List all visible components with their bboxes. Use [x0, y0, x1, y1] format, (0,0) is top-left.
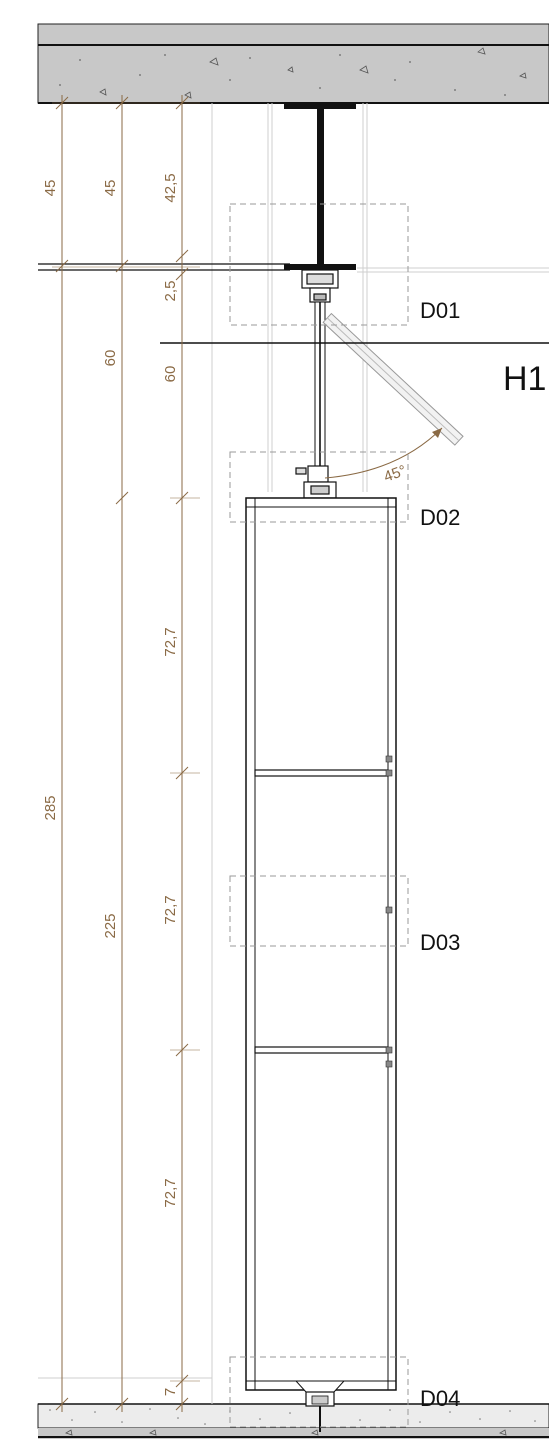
detail-label-d02: D02	[420, 505, 460, 530]
dim-col2-45: 45	[102, 180, 119, 197]
bottom-fixing	[294, 1380, 346, 1432]
detail-box-d02	[229, 451, 409, 523]
detail-label-d01: D01	[420, 298, 460, 323]
detail-label-d03: D03	[420, 930, 460, 955]
glass-pane-open	[322, 312, 464, 446]
dimension-lines	[55, 95, 189, 1412]
steel-hanger	[284, 103, 356, 270]
glass-pane-closed	[314, 301, 326, 489]
dim-col3-72-7-a: 72,7	[162, 627, 179, 656]
bottom-rail-profile	[295, 465, 337, 499]
floor-slab	[38, 1428, 549, 1439]
detail-box-d03	[229, 875, 409, 947]
dim-col3-72-7-b: 72,7	[162, 895, 179, 924]
dim-col3-42-5: 42,5	[162, 173, 179, 202]
section-mark-h1: H1	[503, 360, 546, 398]
dim-col3-72-7-c: 72,7	[162, 1178, 179, 1207]
section-cut-h1: H1	[160, 342, 549, 398]
door-hinges	[385, 755, 393, 1068]
detail-boxes	[229, 203, 409, 1428]
dimension-extensions	[52, 102, 200, 1382]
dim-col2-60: 60	[102, 350, 119, 367]
floor-screed	[37, 1403, 549, 1429]
cabinet-box	[245, 497, 397, 1391]
suspended-ceiling-line	[38, 263, 290, 271]
detail-label-d04: D04	[420, 1386, 460, 1411]
dim-col1-45: 45	[42, 180, 59, 197]
dim-col3-2-5: 2,5	[162, 281, 179, 302]
ceiling-slab	[37, 23, 549, 104]
dim-col2-225: 225	[102, 913, 119, 938]
shelf-lower	[254, 1046, 389, 1054]
top-rail-profile	[301, 269, 339, 303]
shelf-upper	[254, 769, 389, 777]
dim-col3-60: 60	[162, 366, 179, 383]
ceiling-aggregate-marks	[99, 47, 527, 99]
opening-angle-arc: 45°	[324, 427, 443, 486]
dim-col1-285: 285	[42, 795, 59, 820]
detail-box-d04	[229, 1356, 409, 1428]
background-guides	[38, 103, 549, 1404]
angle-label: 45°	[382, 462, 409, 486]
ceiling-dots	[59, 54, 506, 96]
dim-col3-7: 7	[162, 1388, 179, 1396]
